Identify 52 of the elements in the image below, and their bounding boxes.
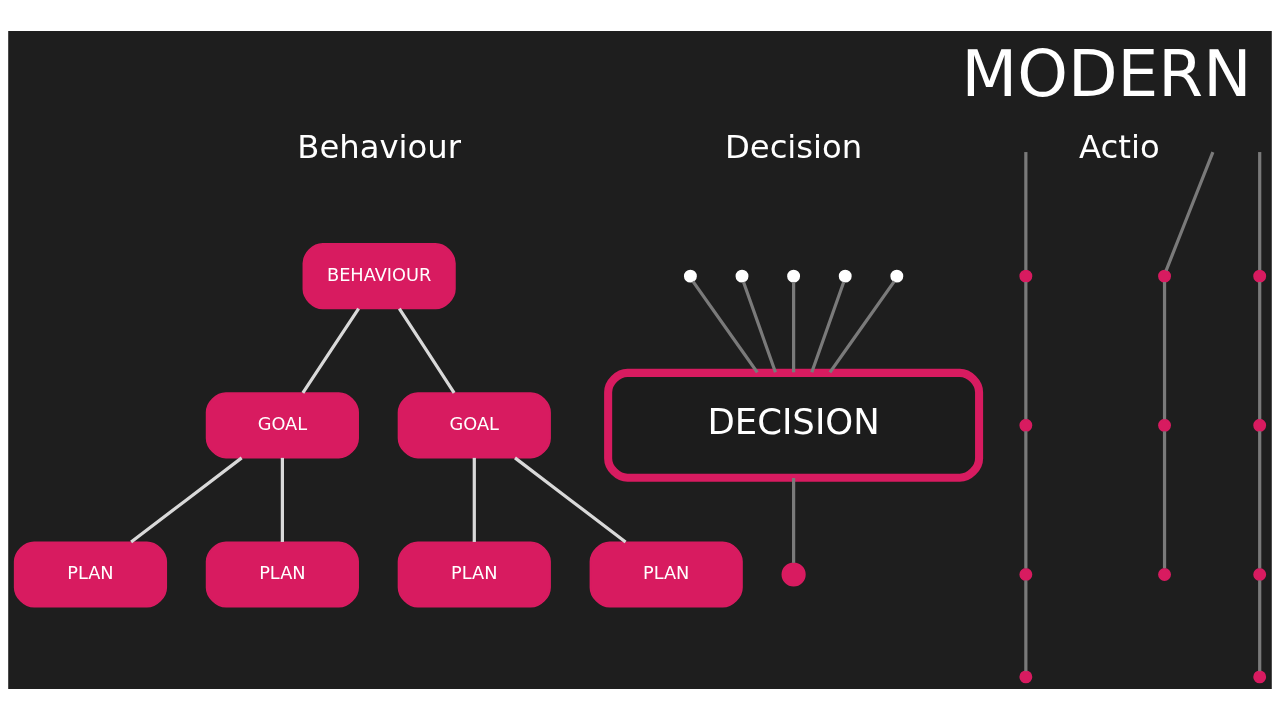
node-box: BEHAVIOUR bbox=[302, 243, 456, 310]
node-box: PLAN bbox=[589, 541, 743, 608]
node-box: PLAN bbox=[13, 541, 168, 608]
node-circle bbox=[1158, 269, 1171, 283]
label: Behaviour bbox=[297, 128, 461, 167]
node-circle bbox=[1253, 269, 1267, 283]
connector bbox=[514, 456, 627, 544]
connector bbox=[1258, 580, 1262, 672]
connector bbox=[1024, 152, 1028, 270]
connector bbox=[1162, 431, 1167, 569]
connector bbox=[1258, 281, 1262, 420]
node-circle bbox=[1158, 418, 1171, 432]
diagram-title: MODERN bbox=[961, 35, 1252, 111]
connector bbox=[741, 281, 777, 373]
node-circle bbox=[683, 269, 697, 283]
label: Actio bbox=[1079, 128, 1160, 167]
node-box: GOAL bbox=[397, 392, 551, 459]
node-box: PLAN bbox=[397, 541, 551, 608]
node-box: GOAL bbox=[205, 392, 359, 459]
node-circle bbox=[838, 269, 852, 283]
node-circle bbox=[890, 269, 904, 283]
connector bbox=[810, 281, 846, 373]
connector bbox=[1024, 580, 1028, 672]
connector bbox=[792, 281, 796, 373]
connector bbox=[280, 457, 284, 542]
connector bbox=[828, 280, 896, 374]
connector bbox=[1162, 281, 1167, 420]
node-circle bbox=[1253, 670, 1267, 684]
connector bbox=[1024, 281, 1028, 420]
node-circle bbox=[1019, 670, 1033, 684]
node-box: PLAN bbox=[205, 541, 359, 608]
node-circle bbox=[1158, 568, 1171, 581]
connector bbox=[472, 457, 476, 542]
connector bbox=[691, 280, 759, 374]
label: Decision bbox=[724, 128, 863, 167]
connector bbox=[301, 307, 360, 394]
node-circle bbox=[781, 562, 806, 587]
connector bbox=[1024, 431, 1028, 569]
node-circle bbox=[787, 269, 801, 283]
connector bbox=[1164, 151, 1215, 272]
node-circle bbox=[1253, 568, 1267, 581]
connector bbox=[1258, 152, 1262, 270]
node-circle bbox=[1253, 418, 1267, 432]
node-circle bbox=[735, 269, 749, 283]
node-circle bbox=[1019, 269, 1033, 283]
connector bbox=[1258, 431, 1262, 569]
connector bbox=[792, 477, 796, 563]
node-circle bbox=[1019, 418, 1033, 432]
node-box: DECISION bbox=[604, 368, 984, 482]
connector bbox=[130, 456, 243, 544]
connector bbox=[397, 307, 456, 394]
node-circle bbox=[1019, 568, 1033, 581]
